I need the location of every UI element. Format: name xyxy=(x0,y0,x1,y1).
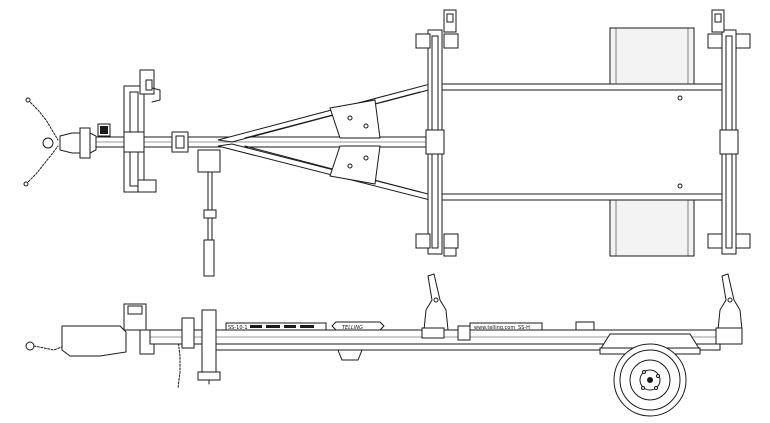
jack-stand-side xyxy=(181,309,221,385)
coupler-top xyxy=(59,123,111,159)
website-decal-label: www.telling.com xyxy=(474,325,515,331)
keel-roller-side xyxy=(337,321,595,361)
main-frame-top xyxy=(429,83,727,201)
jack-stand-top xyxy=(171,131,221,277)
wheel-side xyxy=(613,343,687,417)
front-winch-bracket-top xyxy=(123,69,161,193)
rear-bunk-post-side xyxy=(715,273,743,345)
decal-prefix-label: SS-10-1 xyxy=(228,325,248,331)
safety-chain-side xyxy=(25,339,181,389)
decals-side: SS-10-1 TELLING www.telling.com SS-H xyxy=(225,321,543,331)
side-view: SS-10-1 TELLING www.telling.com SS-H xyxy=(25,273,743,417)
fender-top-upper xyxy=(609,27,695,85)
safety-chain-top xyxy=(23,97,59,187)
brand-decal-label: TELLING xyxy=(342,325,363,331)
coupler-side xyxy=(61,303,155,357)
fender-top-lower xyxy=(609,199,695,257)
top-view xyxy=(23,9,751,277)
rear-bunk-crossmember-top xyxy=(707,9,751,255)
front-bunk-crossmember-top xyxy=(415,9,459,257)
website-suffix-label: SS-H xyxy=(518,325,530,331)
front-bunk-post-side xyxy=(421,273,471,341)
